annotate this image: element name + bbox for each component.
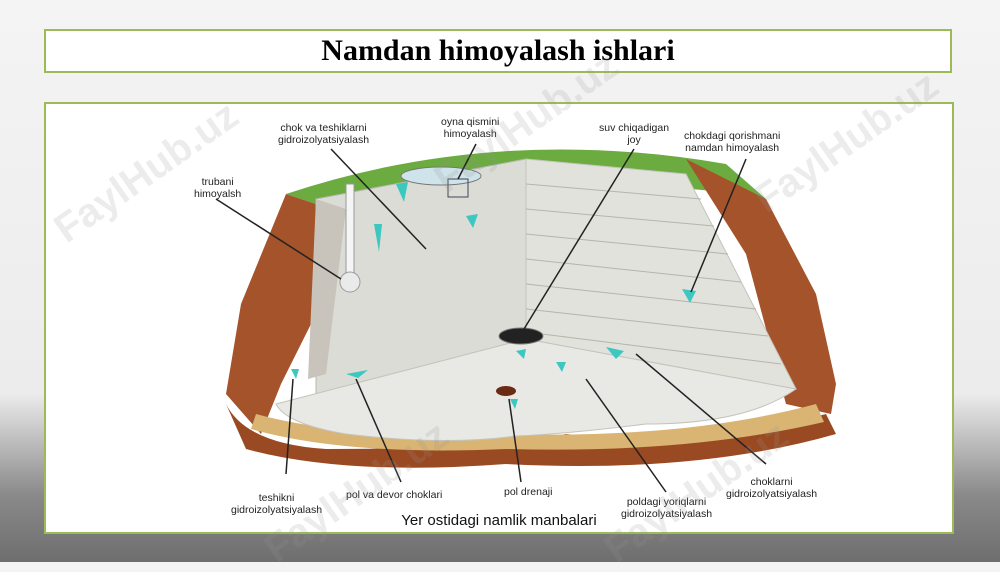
label-oyna: oyna qismini himoyalash (441, 116, 500, 140)
label-chokdagi: chokdagi qorishmani namdan himoyalash (684, 130, 781, 154)
label-choklar: choklarni gidroizolyatsiyalash (726, 476, 818, 500)
pipe-elbow (339, 271, 361, 293)
seal-marks (291, 182, 696, 409)
label-truba: trubani himoyalsh (194, 176, 242, 200)
floor (275, 338, 798, 442)
illustration-caption: Yer ostidagi namlik manbalari (401, 512, 597, 529)
window-well (400, 166, 482, 186)
soil-right (686, 159, 836, 414)
sump-pit (498, 327, 544, 345)
wall-edge (308, 199, 346, 379)
title-box: Namdan himoyalash ishlari (44, 29, 952, 73)
label-chok-teshik: chok va teshiklarni gidroizolyatsiyalash (278, 122, 370, 146)
label-drenaj: pol drenaji (504, 486, 553, 498)
block-lines (525, 183, 782, 365)
label-pol-devor: pol va devor choklari (346, 489, 443, 501)
pipe (345, 183, 355, 280)
illustration-frame: chok va teshiklarni gidroizolyatsiyalash… (44, 102, 954, 534)
label-teshik: teshikni gidroizolyatsiyalash (231, 492, 323, 516)
basement-illustration (215, 143, 836, 493)
floor-drain (496, 386, 516, 396)
label-yoriq: poldagi yoriqlarni gidroizolyatsiyalash (621, 496, 713, 520)
slide-title: Namdan himoyalash ishlari (321, 34, 675, 67)
soil-bottom (226, 404, 836, 468)
label-suv: suv chiqadigan joy (599, 122, 670, 146)
leader-lines (215, 143, 767, 493)
